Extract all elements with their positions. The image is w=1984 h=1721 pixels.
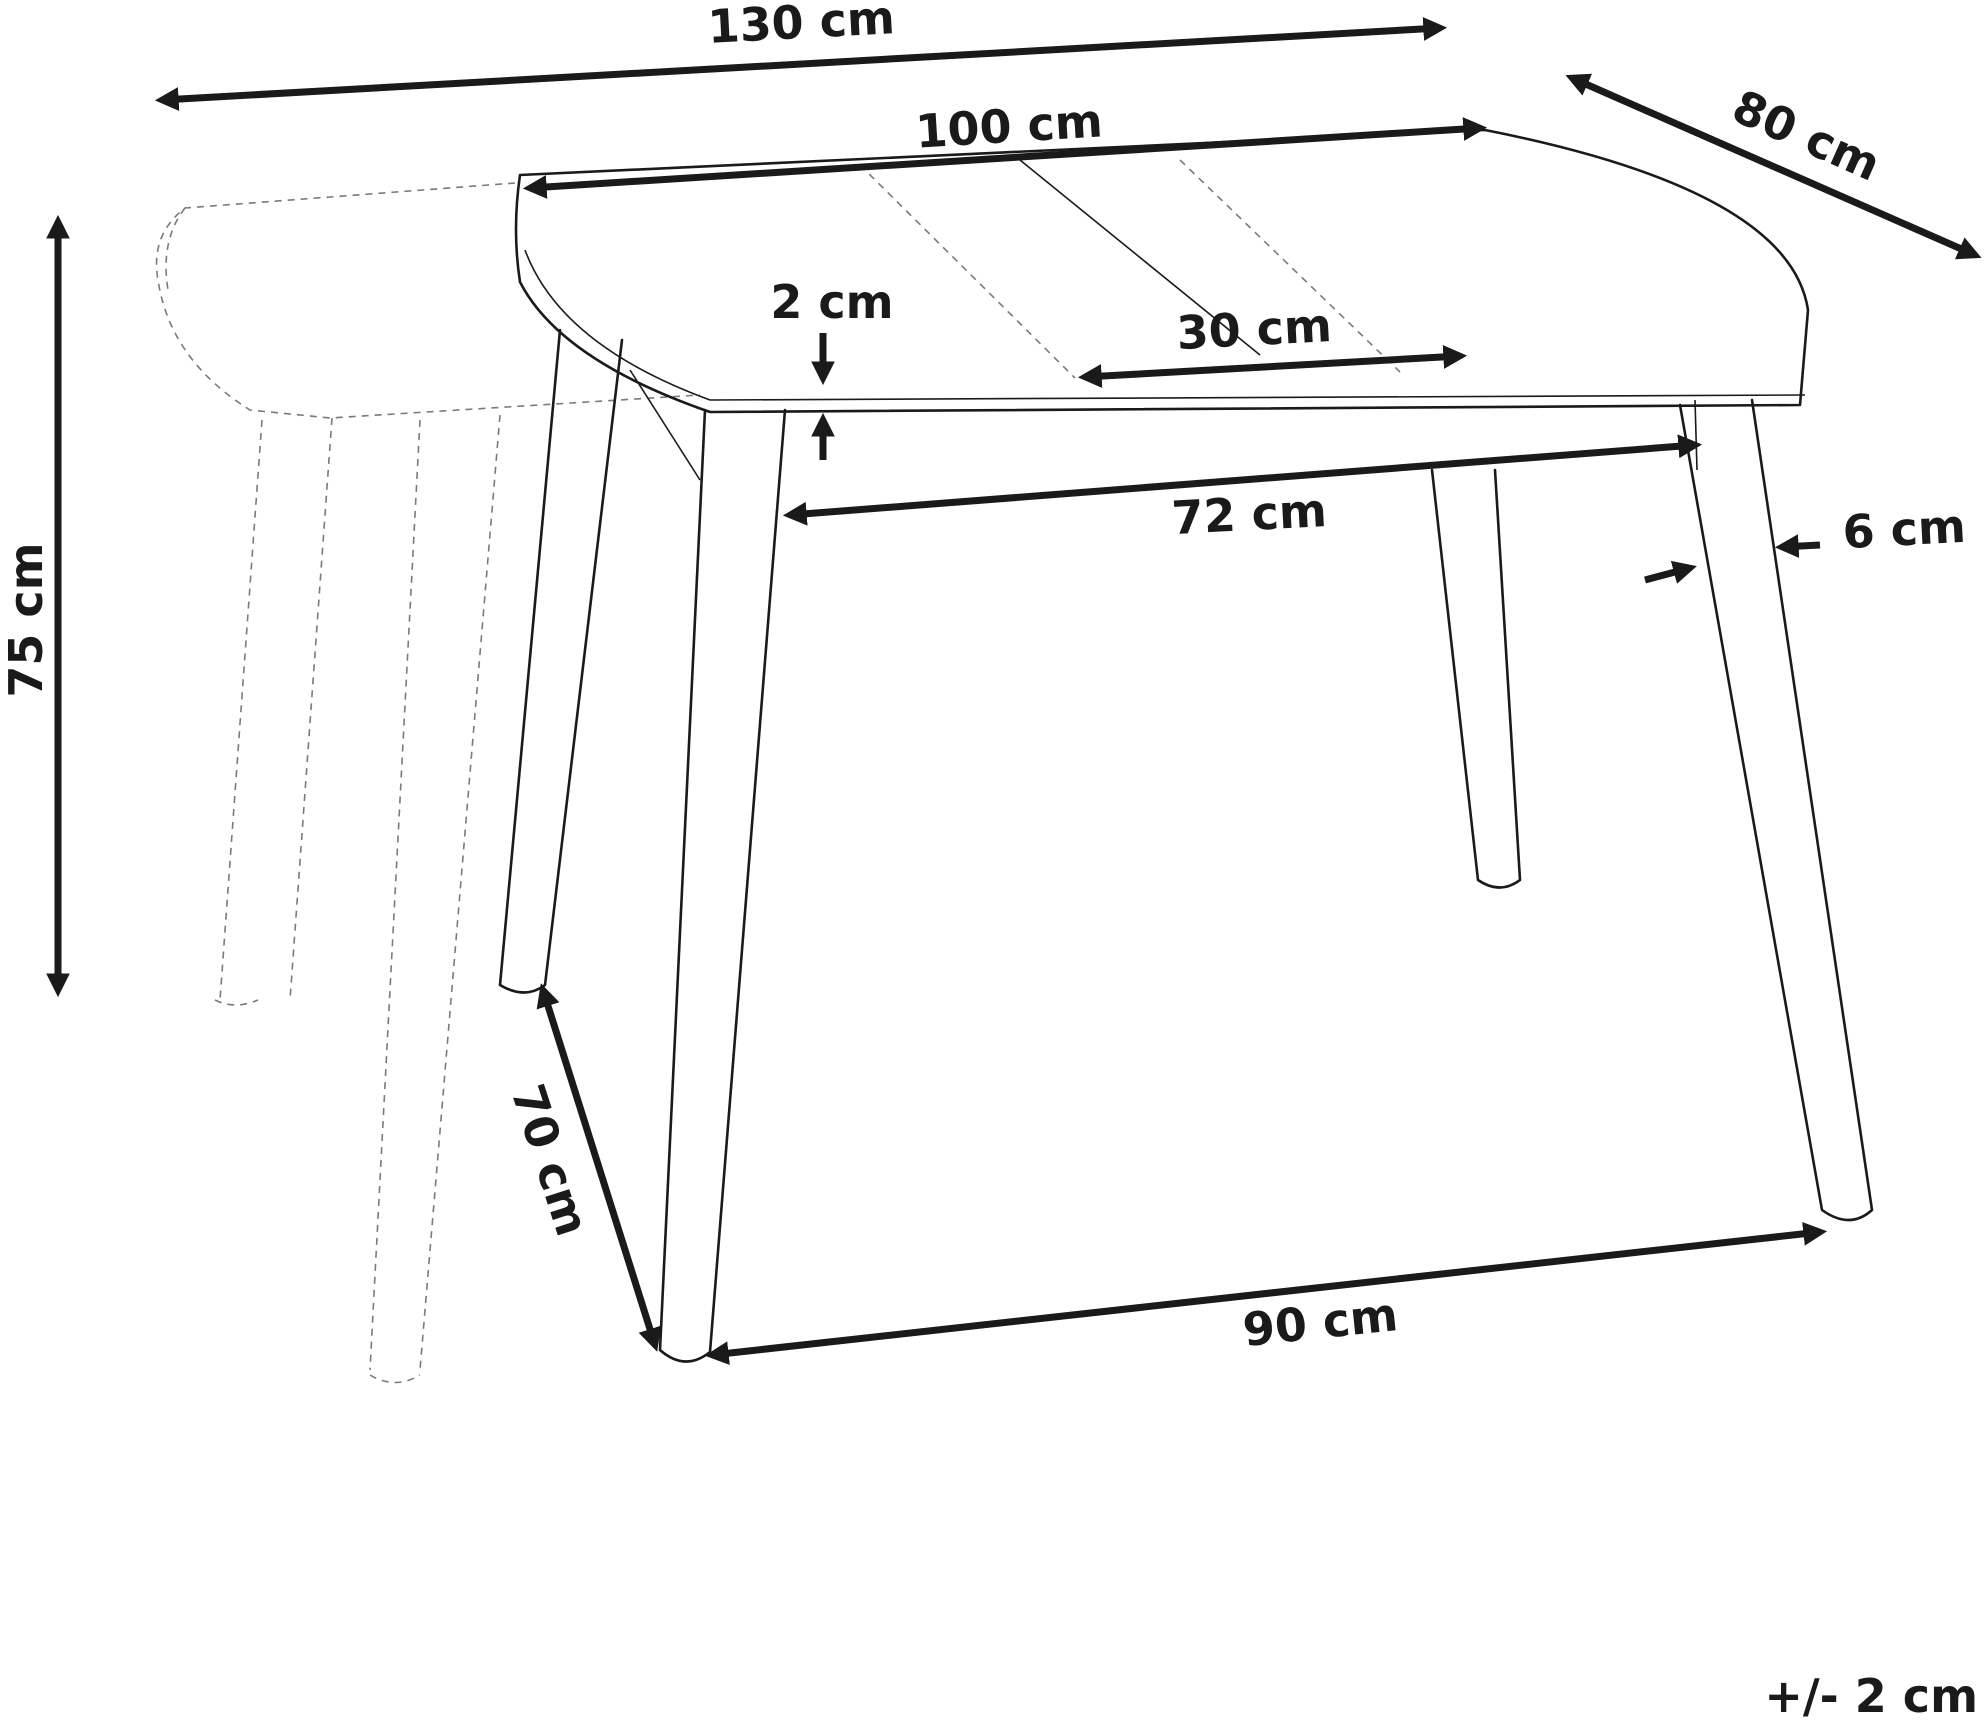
arrow-90cm (704, 1222, 1828, 1365)
label-6cm: 6 cm (1841, 499, 1967, 559)
label-30cm: 30 cm (1175, 298, 1333, 360)
arrow-100cm (522, 117, 1488, 199)
label-90cm: 90 cm (1240, 1287, 1400, 1357)
arrow-70cm (536, 983, 662, 1352)
arrow-130cm (154, 17, 1448, 111)
label-80cm: 80 cm (1725, 79, 1889, 191)
label-75cm: 75 cm (0, 542, 53, 697)
arrow-80cm (1565, 73, 1982, 260)
arrow-72cm (782, 434, 1703, 526)
label-130cm: 130 cm (706, 0, 896, 54)
label-70cm: 70 cm (501, 1078, 600, 1242)
tolerance-note: +/- 2 cm (1764, 1669, 1978, 1721)
label-2cm: 2 cm (770, 275, 893, 329)
label-100cm: 100 cm (914, 93, 1104, 158)
extended-table-ghost (155, 159, 1401, 1384)
arrow-6cm-right (1774, 534, 1821, 559)
arrow-30cm (1077, 345, 1468, 388)
arrow-6cm-left (1644, 560, 1697, 584)
label-72cm: 72 cm (1170, 483, 1328, 545)
dimension-arrows (46, 17, 1982, 1365)
